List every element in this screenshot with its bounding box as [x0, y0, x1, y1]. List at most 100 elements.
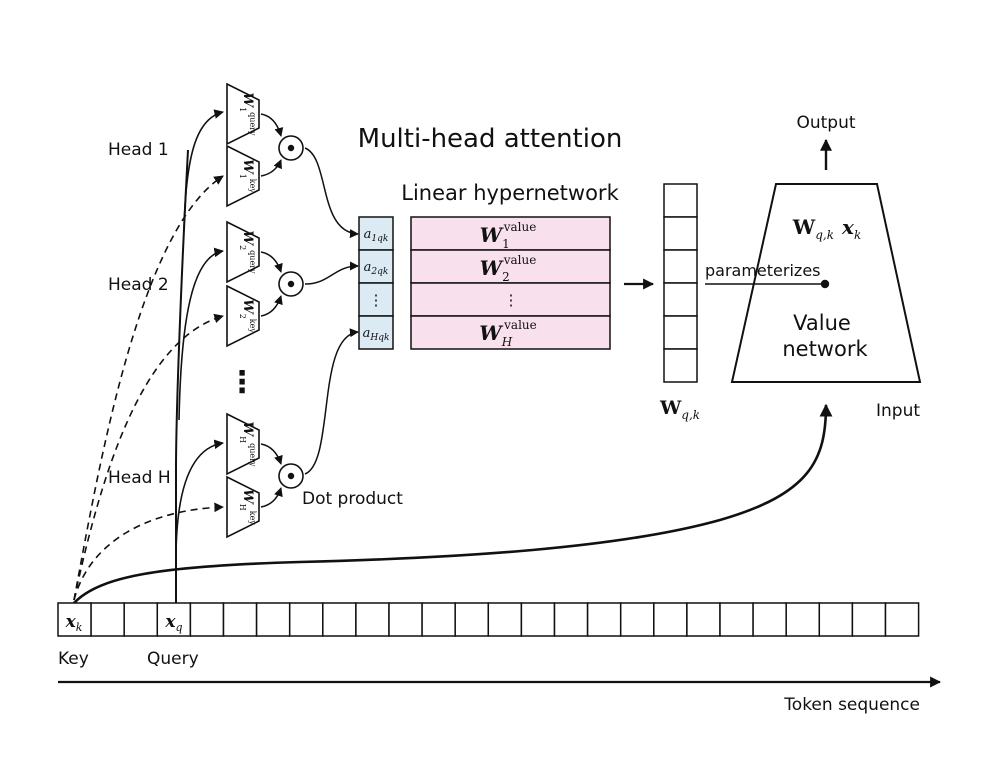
arrow-key-kh [73, 502, 224, 601]
svg-text:WHvalue: WHvalue [479, 318, 537, 349]
vn-formula-x-sub: k [854, 228, 861, 242]
coefficient-column: a1qk a2qk ⋮ aHqk [358, 216, 394, 350]
head-label-h: Head H [108, 468, 171, 488]
token-cell [388, 602, 423, 637]
arrow-k1-dot [260, 159, 282, 177]
token-query: xq [164, 612, 182, 634]
token-cell [322, 602, 357, 637]
svg-text:⋮: ⋮ [504, 291, 519, 309]
weight-vector [663, 183, 698, 383]
head-label-2: Head 2 [108, 275, 169, 295]
svg-text:a2qk: a2qk [364, 260, 389, 277]
projection-query-head-2: W2query [226, 220, 260, 284]
arrow-kh-dot [260, 487, 283, 508]
svg-text:WHkey: WHkey [238, 489, 257, 525]
arrow-dot1-coef [304, 147, 359, 239]
token-query-name: x [164, 612, 176, 632]
value-1-name: W [480, 223, 505, 247]
vn-formula-w: W [792, 215, 816, 239]
proj-qh-sup: query [248, 443, 257, 467]
svg-text:W2key: W2key [238, 299, 257, 333]
svg-text:W1query: W1query [238, 92, 257, 136]
projection-query-head-h: WHquery [226, 412, 260, 476]
coef-3-name: ⋮ [369, 291, 384, 309]
token-cell [454, 602, 490, 637]
token-cell [752, 602, 787, 637]
head-label-1: Head 1 [108, 140, 169, 160]
proj-k1-sub: 1 [238, 174, 247, 179]
vn-formula-x: x [841, 215, 855, 239]
svg-text:W2query: W2query [238, 230, 257, 274]
vn-line1: Value [793, 311, 851, 335]
coef-h-sub: Hqk [369, 333, 389, 343]
proj-kh-sub: H [238, 504, 247, 511]
token-cell [520, 602, 556, 637]
token-key-name: x [65, 612, 77, 632]
token-key: xk [65, 612, 83, 634]
token-cell [156, 602, 192, 637]
key-to-value-network-arrow [73, 403, 833, 604]
output-label: Output [796, 113, 855, 133]
token-cell [90, 602, 125, 637]
value-h-sup: value [503, 318, 537, 332]
parameterizes-dot [820, 279, 830, 289]
arrow-query-q1 [183, 109, 224, 231]
token-cell [421, 602, 456, 637]
projection-key-head-h: WHkey [226, 475, 260, 539]
arrow-key-k1 [73, 175, 224, 601]
token-cell [785, 602, 821, 637]
dot-product-head-1 [278, 135, 304, 161]
svg-text:W2value: W2value [480, 253, 537, 284]
coef-h-name: a [363, 326, 371, 341]
coef-1-name: a [364, 227, 372, 242]
heads-ellipsis: ⋮ [227, 365, 257, 400]
arrow-q2-dot [260, 251, 283, 273]
key-label: Key [58, 649, 89, 669]
token-cell [653, 602, 688, 637]
token-cell [288, 602, 324, 637]
svg-text:a1qk: a1qk [364, 227, 389, 244]
value-1-sup: value [503, 220, 537, 234]
arrow-query-qh [175, 439, 224, 561]
proj-q1-sup: query [248, 112, 257, 136]
coef-2-name: a [364, 260, 372, 275]
input-label: Input [876, 401, 920, 421]
arrow-doth-coef [304, 328, 359, 475]
token-axis-label: Token sequence [783, 695, 920, 715]
proj-kh-name: W [240, 489, 255, 505]
value-1-sub: 1 [502, 237, 510, 251]
proj-k1-name: W [240, 159, 255, 175]
vn-formula-w-sub: q,k [815, 228, 834, 242]
svg-text:W1key: W1key [238, 159, 257, 193]
weight-vector-name: W [659, 397, 682, 419]
arrow-q1-dot [260, 113, 284, 137]
value-2-name: W [480, 256, 505, 280]
proj-q1-name: W [240, 92, 255, 108]
diagram-title: Multi-head attention [358, 124, 623, 154]
hypernetwork-title: Linear hypernetwork [401, 181, 619, 205]
token-query-sub: q [176, 621, 183, 634]
token-cell [619, 602, 655, 637]
svg-text:Wq,kxk: Wq,k xk [792, 215, 861, 242]
svg-text:⋮: ⋮ [369, 291, 384, 309]
proj-q2-name: W [240, 230, 255, 246]
svg-text:WHquery: WHquery [238, 422, 257, 467]
value-3-name: ⋮ [504, 291, 519, 309]
token-cell [222, 602, 258, 637]
token-cell [189, 602, 225, 637]
token-cell [884, 602, 920, 637]
token-cell [686, 602, 721, 637]
token-sequence [57, 602, 920, 637]
weight-vector-sub: q,k [681, 408, 700, 422]
token-cell [851, 602, 887, 637]
proj-q1-sub: 1 [238, 107, 247, 112]
query-trunk [175, 149, 189, 603]
proj-kh-sup: key [248, 511, 257, 526]
proj-k2-sup: key [248, 319, 257, 334]
weight-vector-label: Wq,k [659, 397, 700, 422]
proj-k1-sup: key [248, 179, 257, 194]
svg-text:aHqk: aHqk [363, 326, 390, 343]
token-cell [818, 602, 854, 637]
